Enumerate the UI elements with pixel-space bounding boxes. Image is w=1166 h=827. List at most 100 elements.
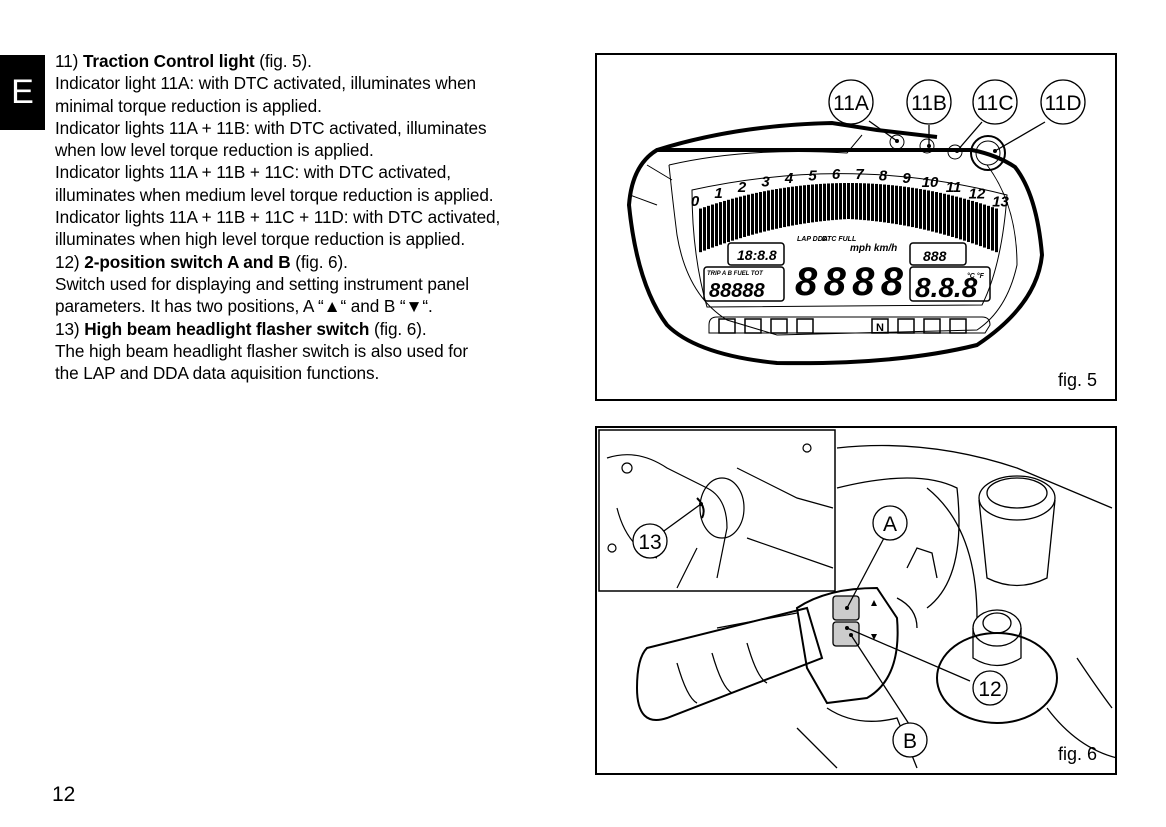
callout-b: B — [903, 730, 917, 753]
rpm-tick-label: 2 — [737, 179, 747, 196]
text-line: Indicator lights 11A + 11B + 11C: with D… — [55, 162, 451, 183]
rpm-bar-segment — [867, 183, 870, 221]
rpm-bar-segment — [763, 191, 766, 232]
rpm-bar-segment — [843, 183, 846, 220]
lcd-temperature: 8.8.8 — [915, 272, 978, 303]
callout-11a: 11A — [833, 92, 869, 115]
rpm-bar-segment — [971, 200, 974, 244]
rpm-bar-segment — [851, 183, 854, 220]
text-line: Indicator light 11A: with DTC activated,… — [55, 73, 476, 94]
lcd-clock: 18:8.8 — [737, 247, 777, 263]
rpm-tick-label: 11 — [946, 179, 962, 196]
rpm-bar-segment — [879, 184, 882, 222]
rpm-bar-segment — [963, 198, 966, 241]
rpm-bar-segment — [863, 183, 866, 221]
rpm-bar-segment — [751, 193, 754, 235]
rpm-bar-segment — [723, 200, 726, 244]
rpm-bar-segment — [835, 183, 838, 220]
item-title: High beam headlight flasher switch — [84, 318, 370, 339]
text-line: when low level torque reduction is appli… — [55, 140, 374, 161]
heading-traction-control: 11) Traction Control light (fig. 5). — [55, 50, 585, 72]
lcd-small-right: 888 — [923, 248, 947, 264]
rpm-bar-segment — [951, 195, 954, 237]
lcd-speed: 8888 — [795, 260, 905, 304]
callout-a: A — [883, 513, 897, 536]
rpm-bar-segment — [715, 203, 718, 247]
rpm-bar-segment — [827, 183, 830, 221]
lcd-dtc-full: DTC FULL — [822, 236, 856, 243]
rpm-tick-label: 9 — [902, 170, 911, 187]
warning-lamp-row: N — [718, 318, 967, 334]
rpm-bar-segment — [739, 196, 742, 239]
figure-6-label: fig. 6 — [1057, 744, 1097, 764]
rpm-bar-segment — [819, 183, 822, 222]
rpm-bar-segment — [919, 189, 922, 229]
rpm-bar-segment — [855, 183, 858, 220]
rpm-bar-segment — [887, 184, 890, 223]
traction-light-11b — [919, 138, 935, 154]
left-turn-lamp-icon — [718, 318, 736, 334]
section-tab-e: E — [0, 55, 45, 130]
handlebar-drawing: 13 A 12 B — [598, 429, 1117, 769]
rpm-bar-segment — [743, 195, 746, 237]
figure-ref: (fig. 5). — [259, 51, 312, 71]
callout-13: 13 — [638, 531, 661, 554]
rpm-bar-segment — [747, 194, 750, 236]
neutral-indicator-letter: N — [876, 322, 884, 334]
figure-6-handlebar-switches: 13 A 12 B fig. 6 — [595, 426, 1117, 775]
rpm-bar-segment — [847, 183, 850, 219]
rpm-bar-segment — [875, 183, 878, 222]
rpm-tick-label: 4 — [784, 170, 794, 187]
n-lamp-icon — [871, 318, 889, 334]
text-line: Switch used for displaying and setting i… — [55, 273, 469, 294]
rpm-tick-label: 0 — [691, 193, 700, 210]
rpm-bar-segment — [775, 189, 778, 229]
figure-ref: (fig. 6). — [295, 251, 348, 272]
rpm-bar-segment — [923, 189, 926, 230]
lcd-units: mph km/h — [850, 243, 897, 254]
rpm-bar-segment — [707, 205, 710, 250]
rpm-bar-segment — [811, 184, 814, 223]
rpm-bar-segment — [795, 186, 798, 225]
rpm-tick-label: 12 — [969, 186, 986, 203]
rpm-bar-segment — [787, 187, 790, 227]
rpm-tick-label: 3 — [761, 174, 770, 191]
rpm-bar-segment — [779, 188, 782, 228]
rpm-bar-segment — [799, 185, 802, 225]
rpm-bar-segment — [699, 208, 702, 253]
rpm-bar-segment — [815, 184, 818, 222]
rpm-bar-segment — [703, 207, 706, 251]
switch-up-arrow — [871, 600, 877, 606]
rpm-bar-segment — [755, 192, 758, 234]
rpm-bar-segment — [731, 198, 734, 241]
rpm-bar-segment — [791, 186, 794, 226]
callout-12: 12 — [978, 678, 1001, 701]
text-line: illuminates when high level torque reduc… — [55, 229, 466, 250]
text-line: The high beam headlight flasher switch i… — [55, 340, 468, 361]
text-line: illuminates when medium level torque red… — [55, 184, 494, 205]
callout-11b: 11B — [911, 92, 947, 115]
rpm-bar-segment — [767, 190, 770, 231]
rpm-bar-segment — [831, 183, 834, 221]
rpm-bar-segment — [911, 187, 914, 228]
switch-down-arrow — [871, 634, 877, 640]
callout-11c: 11C — [977, 92, 1014, 115]
rpm-bar-segment — [771, 189, 774, 230]
rpm-bar-segment — [931, 191, 934, 232]
rpm-bar-segment — [995, 208, 998, 253]
rpm-bar-segment — [895, 185, 898, 225]
rpm-bar-segment — [871, 183, 874, 221]
rpm-tick-label: 5 — [808, 167, 817, 184]
tachometer-bar-graph — [699, 183, 998, 253]
rpm-bar-segment — [839, 183, 842, 220]
rpm-bar-segment — [883, 184, 886, 223]
lcd-trip-labels: TRIP A B FUEL TOT — [707, 271, 764, 277]
rpm-bar-segment — [899, 186, 902, 225]
traction-light-11c — [947, 144, 963, 160]
rpm-tick-label: 8 — [879, 168, 888, 185]
rpm-bar-segment — [719, 202, 722, 245]
rpm-bar-segment — [927, 190, 930, 231]
traction-light-11a — [889, 134, 905, 150]
item-number: 11) — [55, 51, 79, 71]
